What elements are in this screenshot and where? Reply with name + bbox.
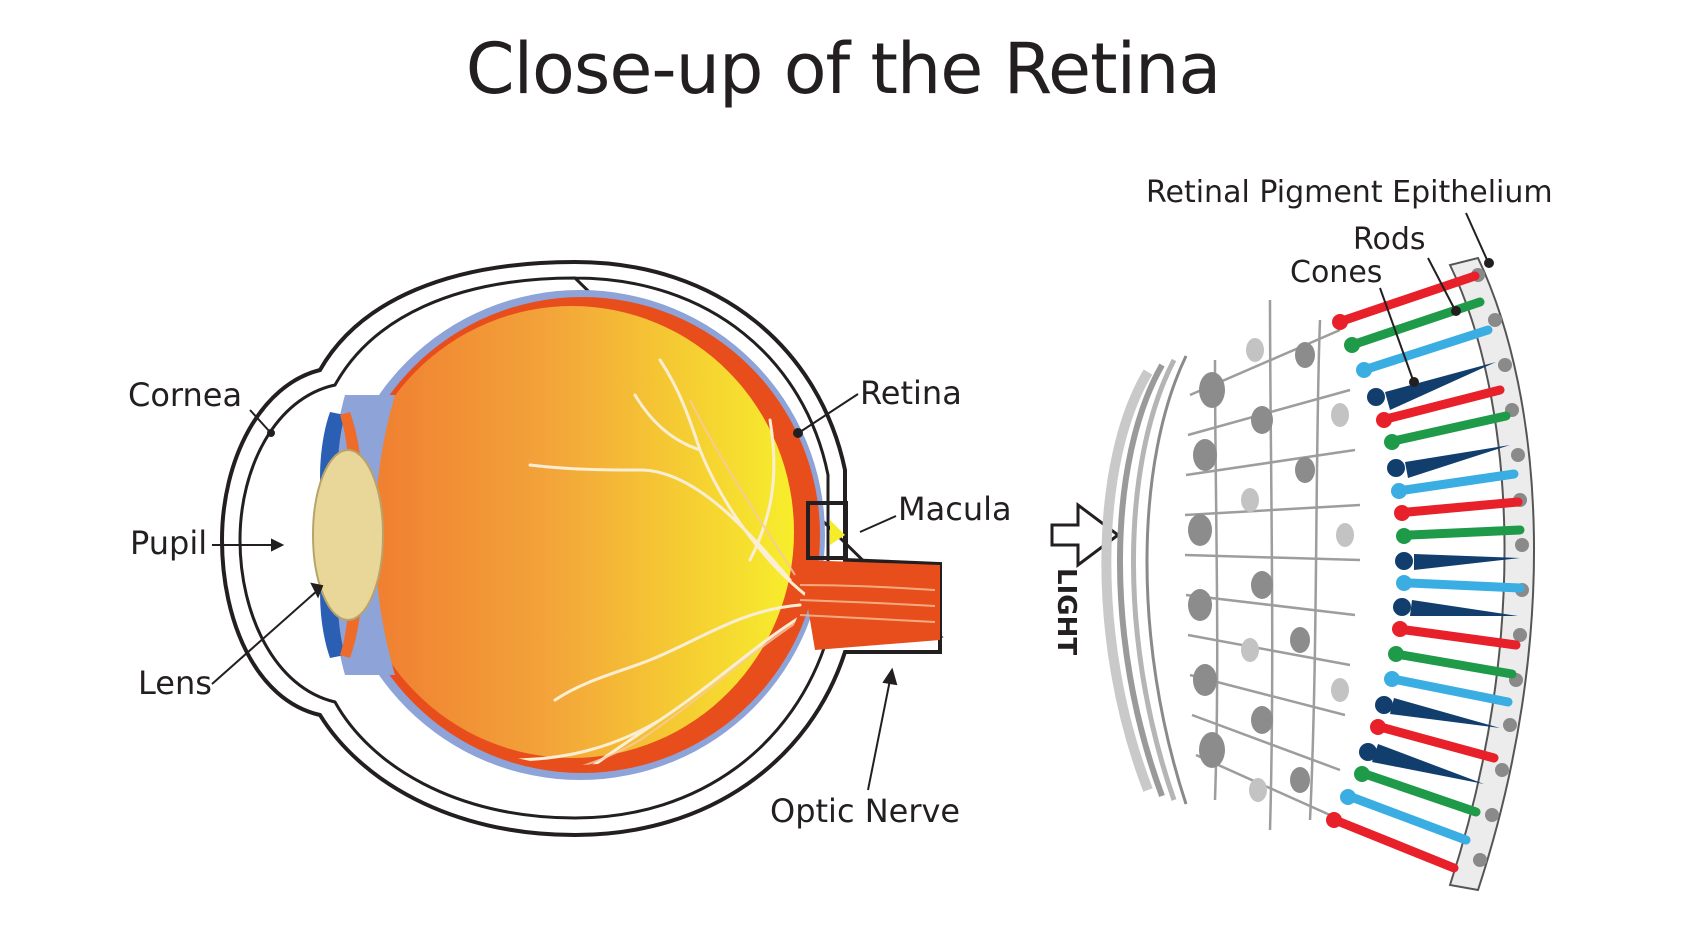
rod (1376, 385, 1505, 428)
photoreceptors (1326, 271, 1525, 873)
rpe-layer (1448, 256, 1535, 892)
retina-closeup: Retinal Pigment Epithelium Rods Cones (1101, 175, 1553, 892)
light-arrow: LIGHT (1050, 502, 1121, 655)
cone (1367, 362, 1496, 410)
macula-box (806, 501, 848, 560)
label-retina: Retina (860, 374, 962, 412)
blood-vessels (508, 358, 813, 765)
label-lens: Lens (138, 664, 212, 702)
label-optic-nerve: Optic Nerve (770, 792, 960, 830)
rod (1340, 789, 1471, 845)
ganglion-cells (1188, 342, 1315, 793)
label-rods: Rods (1353, 222, 1426, 257)
optic-nerve (800, 560, 940, 650)
rod (1388, 646, 1517, 679)
rod (1332, 271, 1480, 330)
cone (1395, 552, 1520, 570)
rod (1384, 411, 1511, 450)
label-pupil: Pupil (130, 524, 207, 562)
rod (1356, 325, 1493, 378)
bipolar-cells (1241, 338, 1354, 802)
label-light: LIGHT (1051, 568, 1081, 655)
rod (1392, 621, 1521, 650)
cone (1393, 598, 1518, 616)
rod (1354, 766, 1481, 817)
eye-cross-section (219, 259, 944, 838)
rod (1396, 525, 1525, 544)
rod (1394, 497, 1523, 521)
rod (1370, 719, 1499, 763)
label-rpe: Retinal Pigment Epithelium (1146, 175, 1553, 210)
rod (1396, 575, 1525, 593)
lens (312, 449, 384, 621)
rod (1391, 469, 1519, 499)
page-title: Close-up of the Retina (465, 28, 1222, 110)
cone (1375, 696, 1500, 728)
rod (1384, 671, 1513, 707)
rod (1326, 812, 1459, 873)
cone (1359, 743, 1484, 784)
label-cones: Cones (1290, 255, 1382, 290)
label-cornea: Cornea (128, 376, 242, 414)
label-macula: Macula (898, 490, 1012, 528)
cone (1387, 445, 1510, 478)
